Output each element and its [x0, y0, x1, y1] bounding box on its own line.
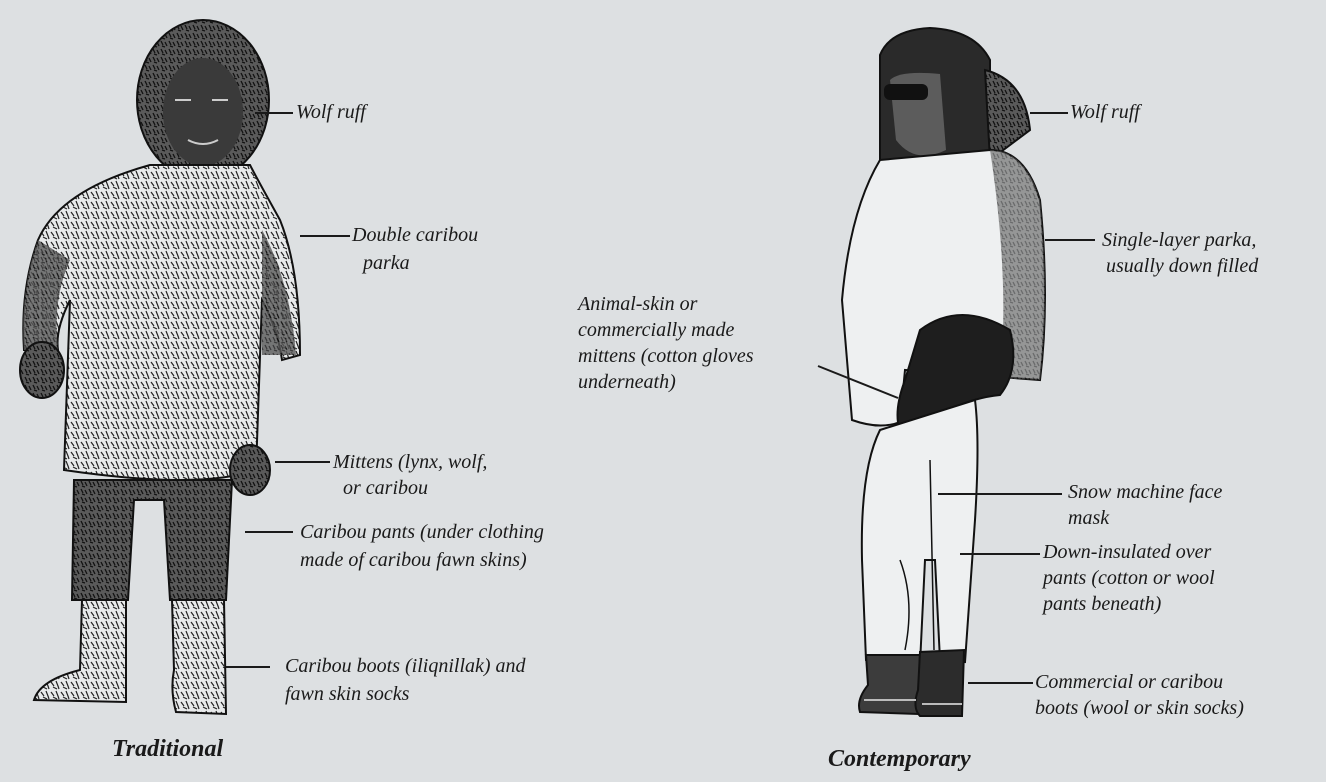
contemporary-over-pants: [862, 400, 978, 664]
trad-boots-label-line2: fawn skin socks: [285, 682, 409, 707]
cont-parka-label-line2: usually down filled: [1106, 254, 1258, 279]
contemporary-goggles: [884, 84, 928, 100]
traditional-parka: [23, 165, 300, 480]
cont-wolf-ruff-label: Wolf ruff: [1070, 100, 1140, 125]
traditional-left-mitten: [20, 342, 64, 398]
contemporary-caption: Contemporary: [828, 746, 971, 773]
cont-pants-label-line2: pants (cotton or wool: [1043, 566, 1215, 591]
cont-mask-label-line1: Snow machine face: [1068, 480, 1222, 505]
contemporary-left-boot: [859, 655, 920, 714]
trad-parka-label-line1: Double caribou: [352, 223, 478, 248]
cont-mittens-label-line2: commercially made: [578, 318, 734, 343]
cont-mask-label-line2: mask: [1068, 506, 1109, 531]
contemporary-wolf-ruff: [985, 70, 1030, 160]
traditional-face: [163, 58, 243, 166]
traditional-right-boot: [172, 600, 226, 714]
cont-pants-label-line3: pants beneath): [1043, 592, 1161, 617]
cont-mittens-label-line4: underneath): [578, 370, 676, 395]
traditional-pants: [72, 480, 232, 600]
traditional-right-mitten: [230, 445, 270, 495]
traditional-left-boot: [34, 600, 126, 702]
trad-pants-label-line1: Caribou pants (under clothing: [300, 520, 544, 545]
cont-pants-label-line1: Down-insulated over: [1043, 540, 1211, 565]
trad-boots-label-line1: Caribou boots (iliqnillak) and: [285, 654, 526, 679]
trad-pants-label-line2: made of caribou fawn skins): [300, 548, 527, 573]
trad-mittens-label-line2: or caribou: [343, 476, 428, 501]
cont-parka-label-line1: Single-layer parka,: [1102, 228, 1256, 253]
trad-mittens-label-line1: Mittens (lynx, wolf,: [333, 450, 487, 475]
contemporary-right-boot: [915, 650, 964, 716]
traditional-caption: Traditional: [112, 736, 223, 763]
cont-boots-label-line2: boots (wool or skin socks): [1035, 696, 1244, 721]
cont-mittens-label-line1: Animal-skin or: [578, 292, 697, 317]
traditional-figure: [20, 20, 300, 714]
trad-wolf-ruff-label: Wolf ruff: [296, 100, 366, 125]
trad-parka-label-line2: parka: [363, 251, 410, 276]
cont-boots-label-line1: Commercial or caribou: [1035, 670, 1223, 695]
cont-mittens-label-line3: mittens (cotton gloves: [578, 344, 754, 369]
contemporary-figure: [842, 28, 1045, 716]
